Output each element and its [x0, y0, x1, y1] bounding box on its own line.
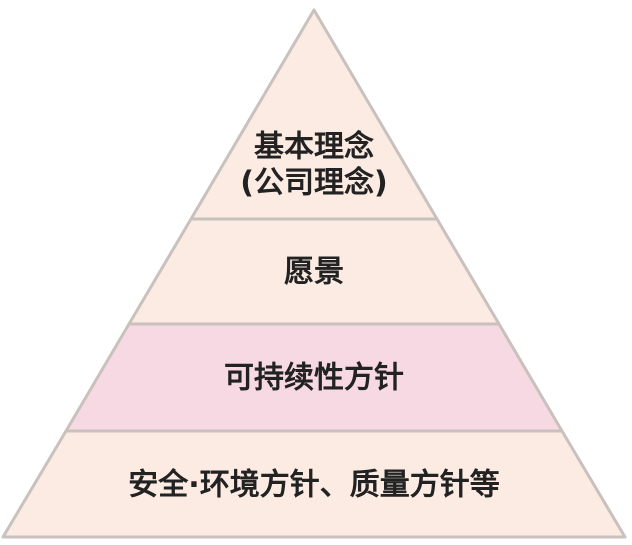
- tier-policies-label: 安全·环境方针、质量方针等: [128, 468, 499, 503]
- tier-top-label-line-2: (公司理念): [240, 166, 387, 201]
- pyramid-tier-sustainability: 可持续性方针: [64, 322, 564, 433]
- pyramid-tier-vision: 愿景: [127, 217, 501, 326]
- tier-vision-label: 愿景: [284, 255, 344, 290]
- tier-sustainability-label: 可持续性方针: [224, 361, 404, 396]
- tier-policies-shape: [1, 429, 627, 539]
- pyramid-tier-policies: 安全·环境方针、质量方针等: [1, 429, 627, 539]
- pyramid-tier-top: 基本理念 (公司理念): [189, 8, 439, 221]
- tier-top-label-line-1: 基本理念: [254, 130, 374, 165]
